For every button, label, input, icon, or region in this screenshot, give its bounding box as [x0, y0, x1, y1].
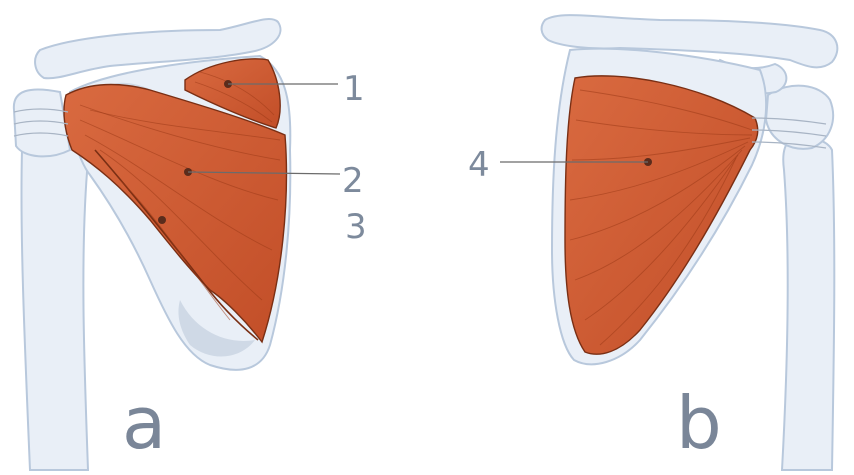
panel-a: 1 2 3 a: [14, 19, 367, 470]
humerus-bone-a: [21, 134, 88, 470]
panel-b: 4 b: [468, 15, 837, 470]
callout-dot-3: [158, 216, 166, 224]
humerus-bone-b: [782, 138, 834, 470]
callout-label-3: 3: [345, 207, 367, 247]
panel-label-b: b: [676, 381, 722, 465]
panel-label-a: a: [122, 381, 166, 465]
callout-label-2: 2: [342, 161, 364, 201]
humeral-head-b: [766, 86, 833, 149]
callout-label-4: 4: [468, 145, 490, 185]
callout-label-1: 1: [343, 69, 365, 109]
